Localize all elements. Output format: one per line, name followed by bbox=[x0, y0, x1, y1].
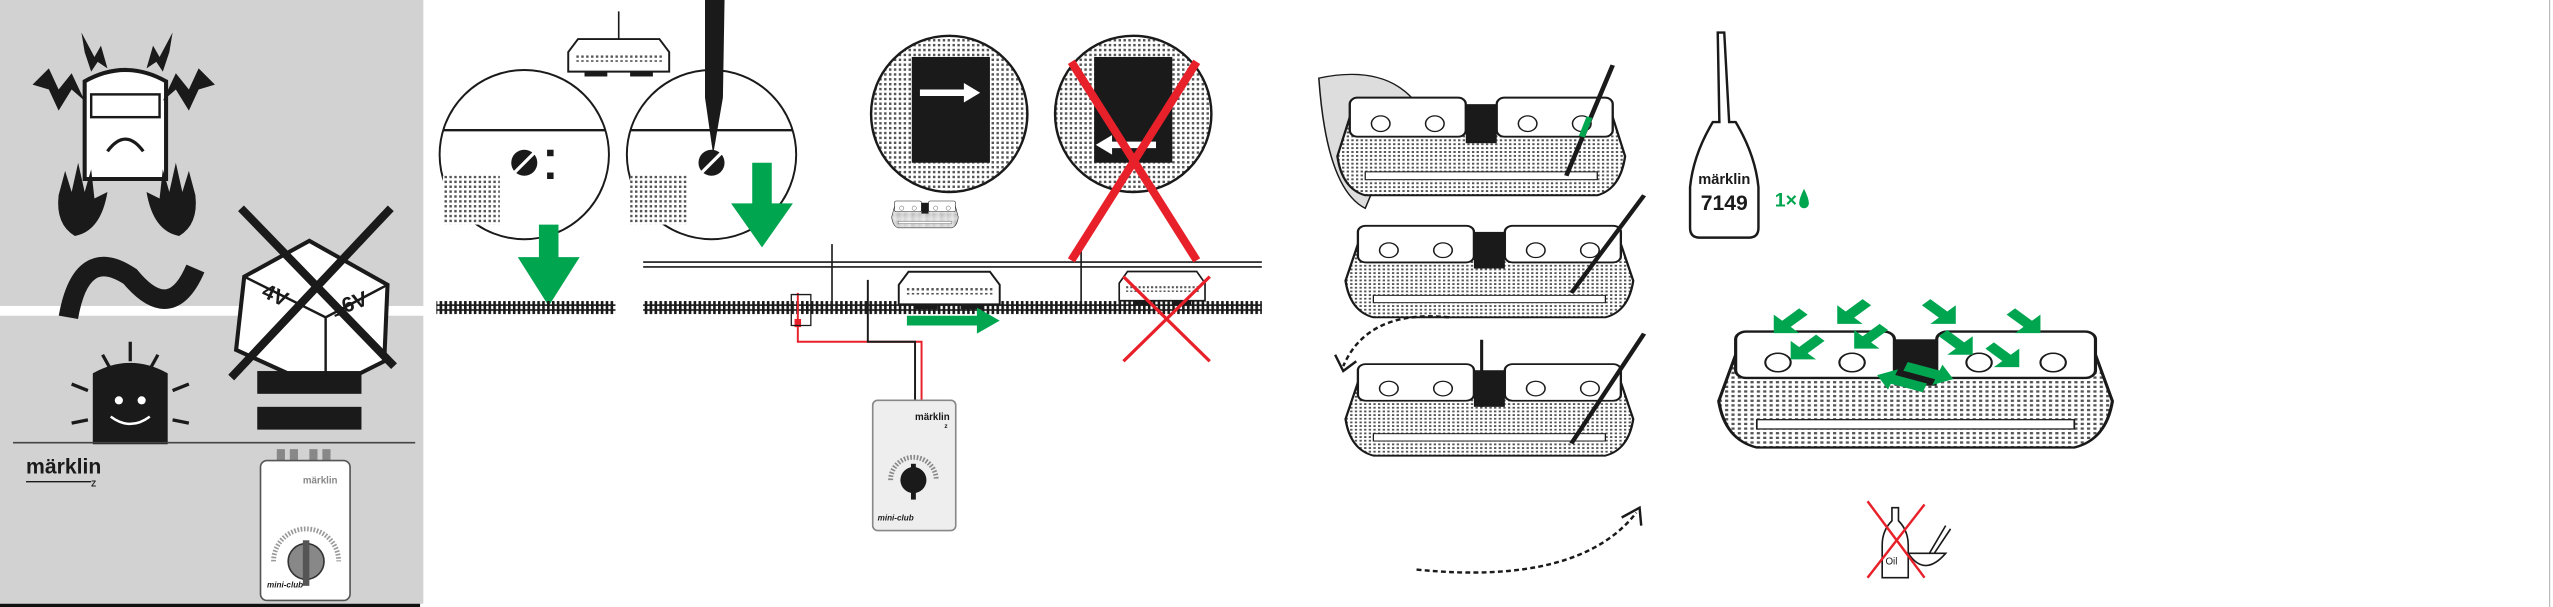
oil-dose-label: 1× bbox=[1775, 188, 1809, 212]
marklin-z-logo: märklin Z bbox=[26, 456, 101, 489]
direction-arrow-right-icon bbox=[906, 307, 1000, 334]
mini-club-controller: märklin z mini-club bbox=[871, 399, 957, 532]
mini-club-controller: märklin mini-club bbox=[259, 449, 351, 602]
arrow-down-icon bbox=[517, 224, 580, 306]
oil-drop-icon bbox=[1799, 188, 1809, 209]
step-flip-body bbox=[1344, 332, 1647, 457]
controller-logo: märklin bbox=[915, 412, 950, 423]
locomotive-on-track-crossed bbox=[1118, 270, 1206, 307]
track-segment bbox=[436, 301, 616, 315]
oil-bottle-label: Oil bbox=[1885, 557, 1897, 568]
rotate-arrow-icon bbox=[1342, 315, 1450, 367]
angry-locomotive-icon bbox=[32, 32, 215, 320]
arrow-down-icon bbox=[731, 162, 793, 248]
brand-scale-text: Z bbox=[91, 480, 96, 489]
happy-locomotive-icon bbox=[13, 341, 416, 445]
controller-logo: märklin bbox=[303, 475, 338, 486]
lubrication-points-diagram bbox=[1717, 299, 2114, 450]
detail-circle-switch-overhead bbox=[438, 68, 610, 241]
step-lift-body bbox=[1318, 64, 1627, 210]
bottle-number: 7149 bbox=[1701, 192, 1748, 215]
warning-panel: 4V 16V märklin Z märklin bbox=[0, 0, 424, 607]
track-setup-diagram: märklin z mini-club bbox=[436, 0, 1262, 532]
controller-name: mini-club bbox=[878, 514, 914, 523]
step-insert-screwdriver bbox=[1344, 194, 1647, 319]
controller-scale: z bbox=[944, 423, 948, 430]
body-removal-steps bbox=[1318, 64, 1647, 574]
pantograph-wrong-circle bbox=[1053, 34, 1213, 263]
loco-top-view-icon bbox=[567, 11, 671, 78]
ac-transformer-crossed-icon: 4V 16V bbox=[228, 205, 397, 393]
chassis-small-icon bbox=[891, 200, 959, 229]
pantograph-correct-circle bbox=[869, 34, 1029, 194]
catenary-wire bbox=[643, 244, 1262, 310]
wrong-x-icon bbox=[1122, 275, 1211, 363]
rotate-arrow-icon bbox=[1416, 511, 1638, 574]
locomotive-on-track bbox=[897, 270, 1001, 311]
wrong-x-icon bbox=[1866, 500, 1926, 579]
brand-logo-text: märklin bbox=[26, 456, 101, 479]
bottle-brand: märklin bbox=[1698, 172, 1750, 188]
no-oil-icon: Oil bbox=[1866, 500, 1952, 579]
dose-count: 1× bbox=[1775, 190, 1797, 212]
wrong-x-icon bbox=[1067, 59, 1201, 263]
oil-bottle-icon: märklin 7149 bbox=[1688, 31, 1760, 239]
dc-equals-icon bbox=[257, 371, 362, 430]
screwdriver-icon bbox=[705, 0, 725, 155]
controller-name: mini-club bbox=[267, 580, 303, 589]
feeder-wires bbox=[790, 279, 923, 401]
